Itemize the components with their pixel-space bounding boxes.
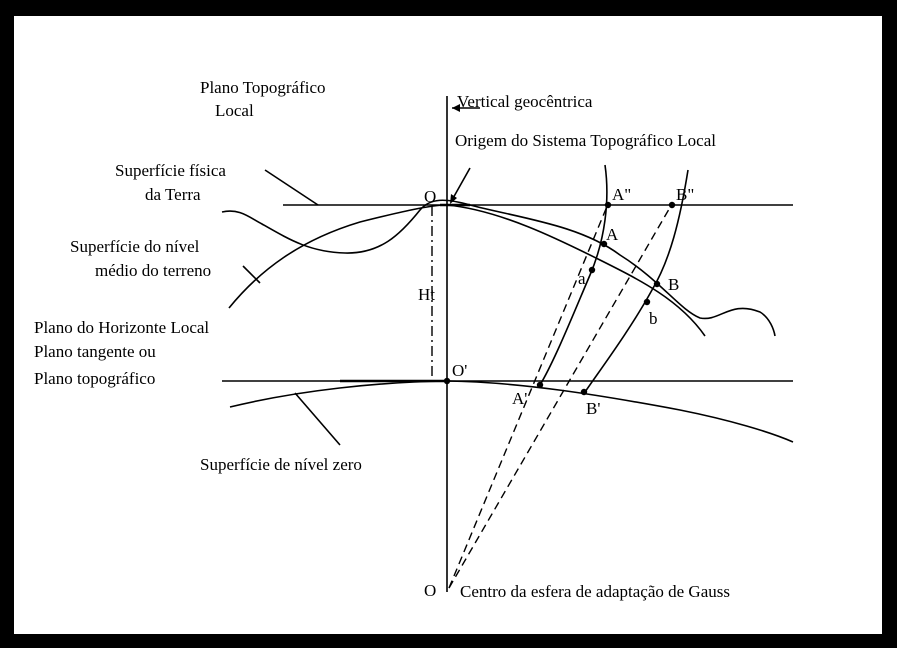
arc-through-a xyxy=(539,164,608,386)
point-b xyxy=(653,280,661,288)
label-superficie-nivel-medio-l2: médio do terreno xyxy=(95,261,211,280)
zero-level-leader xyxy=(294,392,341,446)
label-point-b: B xyxy=(668,275,679,294)
diagram-canvas xyxy=(14,16,882,634)
label-point-o-center: O xyxy=(424,581,436,600)
label-origem-sistema: Origem do Sistema Topográfico Local xyxy=(455,131,716,150)
point-a-double-prime xyxy=(604,201,612,209)
point-b-lower xyxy=(643,298,651,306)
label-point-o-prime: O' xyxy=(452,361,467,380)
point-b-double-prime xyxy=(668,201,676,209)
origin-pointer-line xyxy=(451,167,471,201)
point-a xyxy=(600,240,608,248)
label-plano-tangente: Plano tangente ou xyxy=(34,342,156,361)
dashed-line-to-b xyxy=(448,203,673,589)
label-plano-horizonte-local: Plano do Horizonte Local xyxy=(34,318,209,337)
label-point-a-prime: A' xyxy=(512,389,527,408)
label-point-a: A xyxy=(606,225,619,244)
point-o-prime xyxy=(443,377,451,385)
label-point-b-prime: B' xyxy=(586,399,600,418)
arc-through-b xyxy=(584,169,689,393)
label-plano-topografico-l2: Local xyxy=(215,101,254,120)
label-superficie-fisica-l1: Superfície física xyxy=(115,161,226,180)
point-b-prime xyxy=(580,388,588,396)
label-superficie-fisica-l2: da Terra xyxy=(145,185,201,204)
point-a-lower xyxy=(588,266,596,274)
zero-level-surface xyxy=(229,380,794,443)
label-point-a-double-prime: A" xyxy=(612,185,631,204)
label-superficie-nivel-zero: Superfície de nível zero xyxy=(200,455,362,474)
vertical-pointer-arrowhead xyxy=(452,104,460,112)
mean-level-leader xyxy=(242,265,261,284)
label-point-b-double-prime: B" xyxy=(676,185,694,204)
label-superficie-nivel-medio-l1: Superfície do nível xyxy=(70,237,200,256)
label-centro-esfera: Centro da esfera de adaptação de Gauss xyxy=(460,582,730,601)
label-vertical-geocentrica: Vertical geocêntrica xyxy=(457,92,593,111)
point-a-prime xyxy=(536,381,544,389)
label-ht: Ht xyxy=(418,285,435,304)
physical-earth-surface xyxy=(221,199,776,337)
label-plano-topografico-l1: Plano Topográfico xyxy=(200,78,326,97)
label-point-b-lower: b xyxy=(649,309,658,328)
label-point-a-lower: a xyxy=(578,269,586,288)
mean-terrain-level-surface xyxy=(228,204,706,337)
plano-topografico-leader xyxy=(264,169,319,206)
dashed-line-to-a xyxy=(448,203,609,589)
label-plano-topografico: Plano topográfico xyxy=(34,369,155,388)
label-point-o-top: O xyxy=(424,187,436,206)
